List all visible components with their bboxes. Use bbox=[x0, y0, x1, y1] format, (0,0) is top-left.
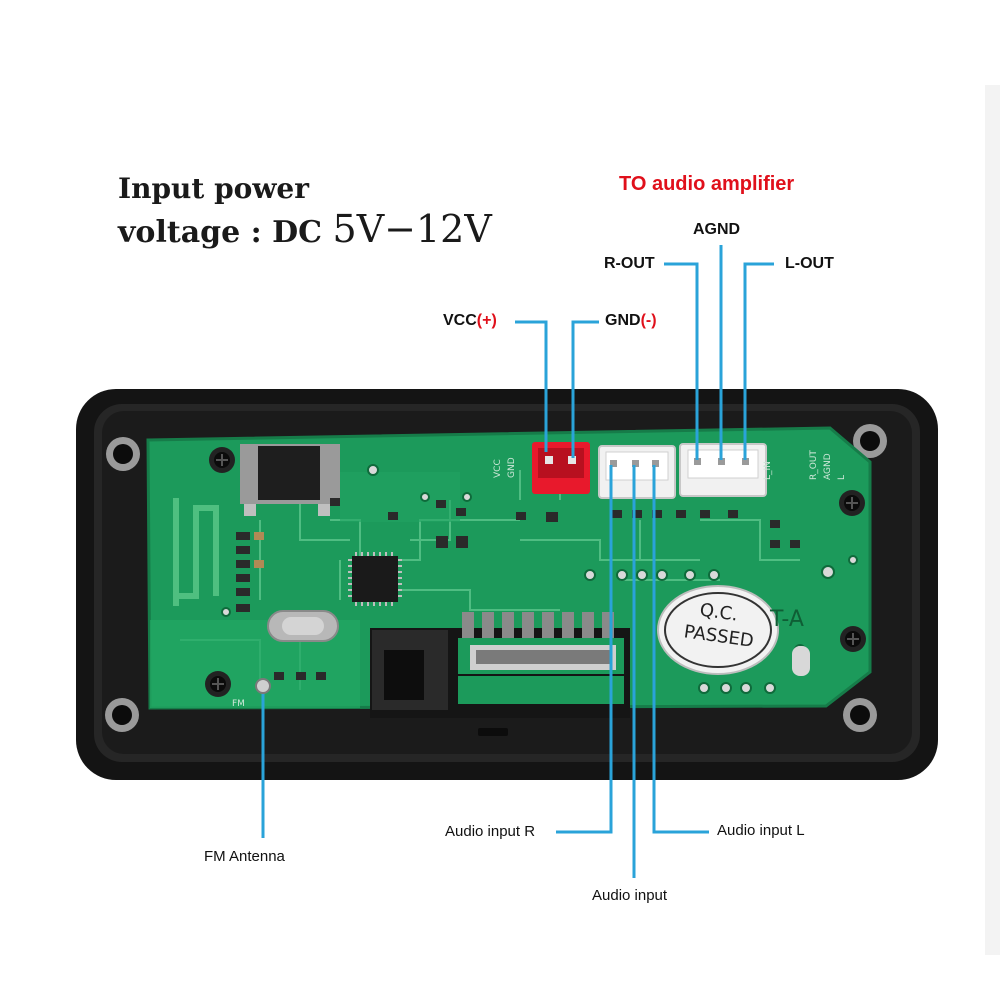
vcc-sign: (+) bbox=[476, 312, 497, 329]
sd-card-slot bbox=[370, 628, 630, 718]
gnd-sign: (-) bbox=[640, 312, 657, 329]
fm-antenna-pin bbox=[255, 678, 271, 694]
vcc-leader bbox=[515, 320, 548, 452]
mounting-hole bbox=[105, 424, 887, 732]
voltage-title: voltage : DC 5V−12V bbox=[118, 207, 492, 251]
r-out-leader bbox=[664, 262, 699, 460]
ir-receiver bbox=[792, 646, 810, 676]
silk-r-out: R_OUT bbox=[809, 450, 819, 480]
pcb-antenna bbox=[173, 498, 219, 606]
audio-output-connector bbox=[679, 443, 767, 497]
silk-gnd: GND bbox=[507, 457, 517, 478]
silk-l: L bbox=[837, 475, 847, 480]
vcc-label: VCC(+) bbox=[443, 312, 497, 330]
amplifier-title: TO audio amplifier bbox=[619, 173, 795, 195]
audio-input-label: Audio input bbox=[592, 887, 668, 904]
silk-fm: FM bbox=[232, 699, 245, 709]
fm-antenna-label: FM Antenna bbox=[204, 848, 285, 865]
screw bbox=[205, 447, 866, 697]
audio-input-r-leader bbox=[556, 465, 613, 834]
r-out-label: R-OUT bbox=[604, 255, 655, 272]
silk-vcc: VCC bbox=[493, 459, 503, 478]
audio-input-connector bbox=[598, 445, 676, 499]
qc-sticker bbox=[657, 585, 779, 675]
via bbox=[221, 464, 858, 694]
l-out-label: L-OUT bbox=[785, 255, 834, 272]
crystal-oscillator bbox=[267, 610, 339, 642]
power-connector bbox=[532, 442, 590, 494]
voltage-prefix: voltage : DC bbox=[118, 215, 323, 250]
audio-input-r-label: Audio input R bbox=[445, 823, 536, 840]
silk-model: T-A bbox=[769, 607, 804, 632]
edge-strip bbox=[985, 85, 1000, 955]
silk-l-in: L_IN bbox=[763, 461, 773, 480]
gnd-label: GND(-) bbox=[605, 312, 657, 330]
input-power-title: Input power bbox=[118, 172, 309, 205]
vcc-text: VCC bbox=[443, 312, 477, 329]
l-out-leader bbox=[743, 262, 774, 460]
smd-component bbox=[236, 498, 800, 680]
voltage-value: 5V−12V bbox=[332, 207, 492, 251]
gnd-text: GND bbox=[605, 312, 641, 329]
agnd-label: AGND bbox=[693, 221, 741, 238]
audio-input-l-label: Audio input L bbox=[717, 822, 805, 839]
gnd-leader bbox=[571, 320, 599, 458]
silk-agnd: AGND bbox=[823, 453, 833, 480]
leader-lines bbox=[261, 245, 774, 878]
voltage-regulator bbox=[240, 444, 340, 516]
audio-input-l-leader bbox=[652, 465, 709, 834]
main-chip bbox=[348, 552, 402, 606]
